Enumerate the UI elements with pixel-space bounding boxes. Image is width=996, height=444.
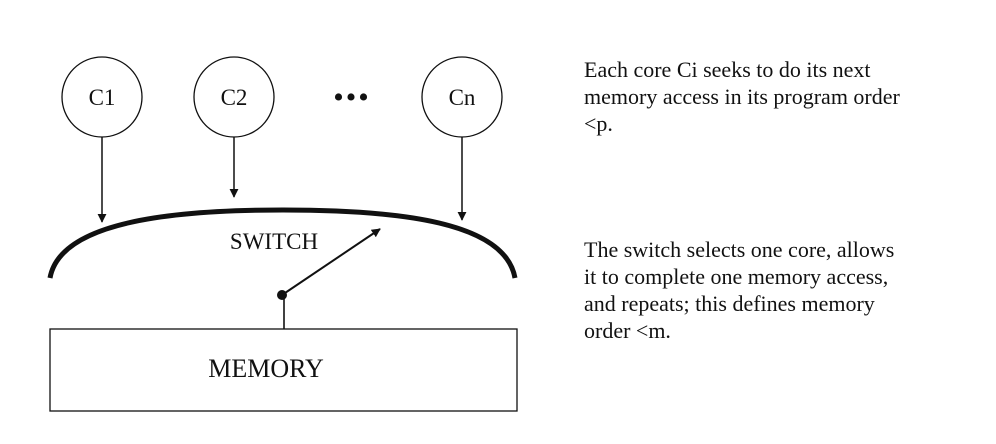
memory-order-note: The switch selects one core, allows it t… <box>584 236 994 344</box>
memory-order-note-line-3: and repeats; this defines memory <box>584 291 875 316</box>
core-label-c2: C2 <box>221 85 248 110</box>
switch-arc <box>47 207 518 279</box>
core-label-c1: C1 <box>89 85 116 110</box>
memory-order-note-line-2: it to complete one memory access, <box>584 264 889 289</box>
memory-box <box>49 328 518 412</box>
core-label-cn: Cn <box>449 85 476 110</box>
memory-label: MEMORY <box>208 354 324 383</box>
program-order-note: Each core Ci seeks to do its next memory… <box>584 56 994 137</box>
switch-label: SWITCH <box>230 229 318 254</box>
core-node-cn: Cn <box>421 56 503 138</box>
program-order-note-line-1: Each core Ci seeks to do its next <box>584 57 871 82</box>
core-node-c1: C1 <box>61 56 143 138</box>
program-order-note-line-3: <p. <box>584 111 613 136</box>
ellipsis-dots: ••• <box>333 81 371 114</box>
program-order-note-line-2: memory access in its program order <box>584 84 900 109</box>
memory-order-note-line-4: order <m. <box>584 318 671 343</box>
switch-pointer-arrow <box>281 228 381 296</box>
memory-order-note-line-1: The switch selects one core, allows <box>584 237 895 262</box>
core-node-c2: C2 <box>193 56 275 138</box>
